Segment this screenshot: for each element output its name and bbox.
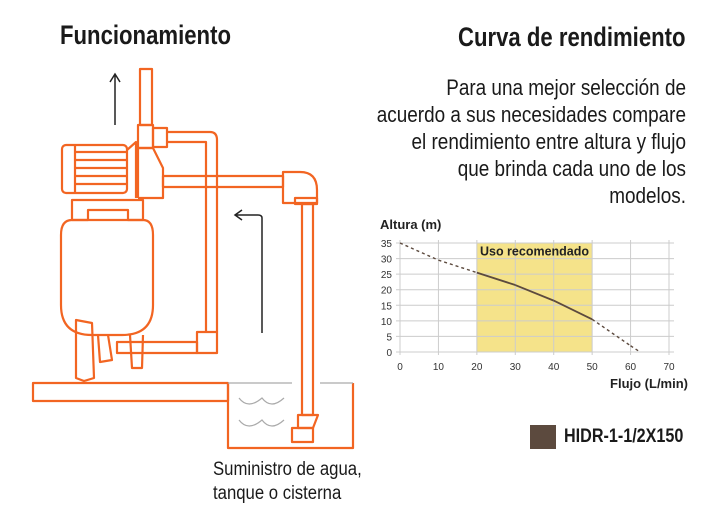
x-tick-label: 60: [625, 362, 637, 373]
curve-segment: [553, 299, 593, 321]
cistern: [226, 383, 355, 450]
curve-segment: [591, 318, 631, 347]
curve-segment: [514, 284, 555, 302]
tank-leg: [74, 318, 96, 383]
legend: HIDR-1-1/2X150: [530, 425, 704, 449]
x-tick-label: 20: [471, 362, 483, 373]
description: Para una mejor selección de acuerdo a su…: [376, 75, 686, 208]
x-tick-label: 10: [433, 362, 445, 373]
y-tick-label: 15: [381, 301, 393, 312]
curve-segment: [630, 345, 641, 353]
foot-valve: [296, 413, 320, 430]
ground-slab: [31, 381, 230, 403]
performance-chart: 0 5 10 15 20 25 30 35 0 10 20 30 40 50 60 70 Uso recomen…: [380, 217, 688, 391]
cistern-caption: Suministro de agua, tanque o cisterna: [213, 458, 362, 506]
tee-fitting: [136, 123, 155, 150]
caption-line: tanque o cisterna: [213, 483, 342, 504]
curve-segment: [438, 259, 478, 274]
recommended-zone: [476, 243, 593, 352]
y-tick-label: 5: [386, 332, 392, 343]
bottom-pipe: [115, 340, 199, 355]
performance-curve-title: Curva de rendimiento: [458, 22, 686, 52]
y-tick-label: 30: [381, 255, 393, 266]
y-tick-label: 25: [381, 270, 393, 281]
pressure-tank: [59, 218, 155, 337]
curve-segment: [399, 242, 439, 261]
y-tick-label: 35: [381, 239, 393, 250]
up-arrow-icon: [109, 72, 121, 125]
y-tick-label: 20: [381, 286, 393, 297]
legend-swatch: [530, 425, 556, 449]
flow-arrow-icon: [233, 209, 263, 333]
suction-pipe-vertical: [300, 202, 315, 417]
legend-label: HIDR-1-1/2X150: [564, 426, 684, 447]
recommended-zone-label: Uso recomendado: [480, 244, 589, 258]
discharge-pipe: [138, 67, 154, 127]
y-tick-label: 0: [386, 348, 392, 359]
y-tick-label: 10: [381, 317, 393, 328]
x-tick-label: 0: [397, 362, 403, 373]
x-tick-label: 40: [548, 362, 560, 373]
x-axis-label: Flujo (L/min): [610, 376, 688, 391]
suction-pipe-horizontal: [161, 174, 285, 189]
return-pipe: [167, 130, 219, 332]
pump-diagram: [31, 67, 355, 450]
tank-base: [70, 198, 145, 222]
water-waves-icon: [238, 397, 285, 427]
curve-segment: [476, 271, 516, 286]
x-tick-label: 30: [510, 362, 522, 373]
x-tick-label: 50: [587, 362, 599, 373]
functioning-title: Funcionamiento: [60, 20, 231, 50]
y-axis-label: Altura (m): [380, 217, 441, 232]
caption-line: Suministro de agua,: [213, 459, 362, 480]
x-tick-label: 70: [663, 362, 675, 373]
